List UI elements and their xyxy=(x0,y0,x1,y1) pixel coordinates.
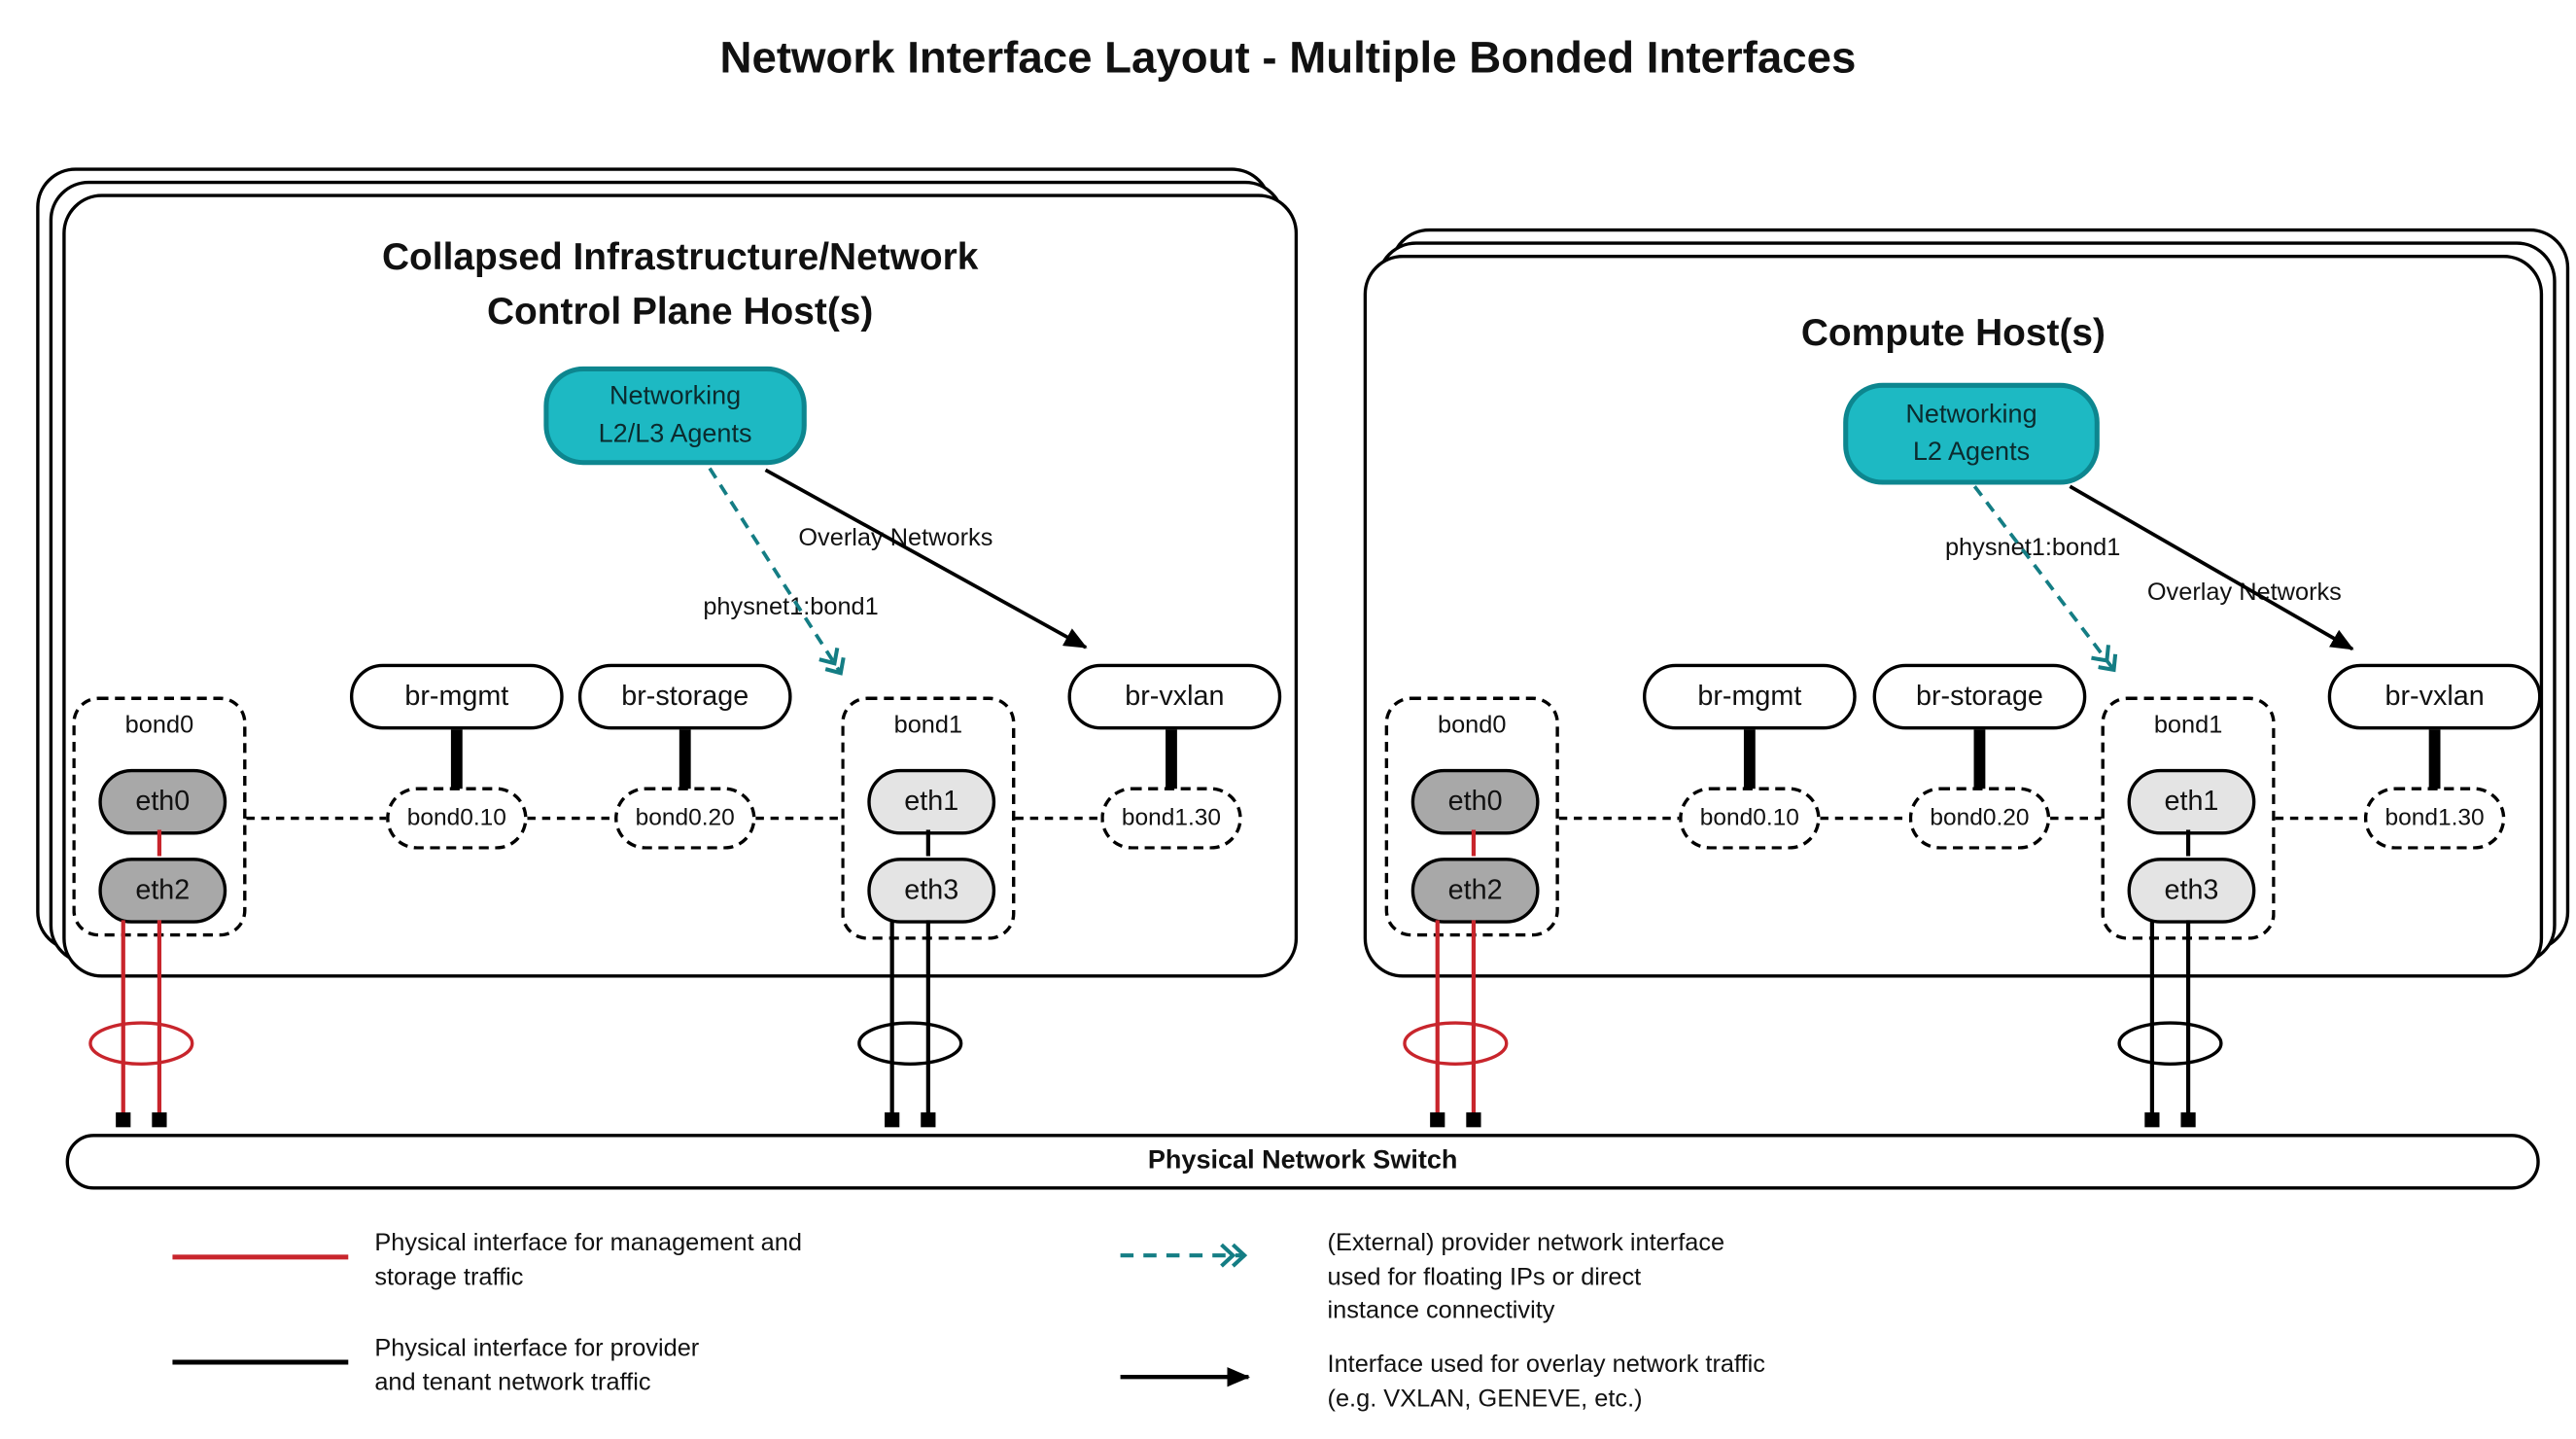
l2l3-agents-node: Networking L2/L3 Agents xyxy=(543,366,807,466)
legend-overlay-line1: Interface used for overlay network traff… xyxy=(1327,1351,1765,1379)
control-plane-host-title-line1: Collapsed Infrastructure/Network xyxy=(381,234,979,278)
physical-network-switch-label: Physical Network Switch xyxy=(1147,1146,1458,1176)
bond0-10-node-left: bond0.10 xyxy=(386,787,528,850)
br-storage-node-right: br-storage xyxy=(1872,663,2087,730)
br-mgmt-node-right: br-mgmt xyxy=(1643,663,1857,730)
eth1-node-left: eth1 xyxy=(867,768,996,835)
eth3-node-left: eth3 xyxy=(867,858,996,924)
legend-mgmt-storage-line2: storage traffic xyxy=(374,1262,524,1291)
switch-port-square xyxy=(116,1112,131,1128)
legend-mgmt-storage-line1: Physical interface for management and xyxy=(374,1229,802,1257)
eth2-node-right: eth2 xyxy=(1410,858,1540,924)
switch-port-square xyxy=(2180,1112,2196,1128)
bond1-label-left: bond1 xyxy=(893,711,963,740)
control-plane-host-box xyxy=(62,193,1299,978)
bond0-20-node-right: bond0.20 xyxy=(1908,787,2051,850)
l2-agents-line1: Networking xyxy=(1905,401,2037,430)
br-storage-node-left: br-storage xyxy=(577,663,792,730)
br-vxlan-node-right: br-vxlan xyxy=(2327,663,2542,730)
l2l3-agents-line1: Networking xyxy=(609,382,742,411)
legend-mgmt-storage-text: Physical interface for management and st… xyxy=(374,1227,802,1294)
eth0-node-right: eth0 xyxy=(1410,768,1540,835)
l2-agents-line2: L2 Agents xyxy=(1912,439,2031,467)
eth2-node-left: eth2 xyxy=(98,858,227,924)
bond0-10-node-right: bond0.10 xyxy=(1679,787,1821,850)
bond1-group-left: bond1 eth1 eth3 xyxy=(841,696,1016,940)
legend-external-provider-line1: (External) provider network interface xyxy=(1327,1229,1725,1257)
eth0-node-left: eth0 xyxy=(98,768,227,835)
legend-overlay-text: Interface used for overlay network traff… xyxy=(1328,1349,1765,1416)
switch-port-square xyxy=(2144,1112,2160,1128)
overlay-networks-label-right: Overlay Networks xyxy=(2146,578,2342,607)
legend-overlay-line2: (e.g. VXLAN, GENEVE, etc.) xyxy=(1327,1384,1643,1413)
switch-port-square xyxy=(152,1112,167,1128)
eth3-node-right: eth3 xyxy=(2127,858,2256,924)
legend-external-provider-line2: used for floating IPs or direct xyxy=(1327,1262,1642,1291)
bond1-ellipse-right xyxy=(2117,1021,2223,1066)
legend-provider-tenant-line2: and tenant network traffic xyxy=(374,1367,651,1396)
bond0-ellipse-left xyxy=(88,1021,194,1066)
switch-port-square xyxy=(1430,1112,1445,1128)
bond1-label-right: bond1 xyxy=(2153,711,2223,740)
legend-provider-tenant-text: Physical interface for provider and tena… xyxy=(374,1333,699,1400)
bond1-group-right: bond1 eth1 eth3 xyxy=(2101,696,2276,940)
l2-agents-node: Networking L2 Agents xyxy=(1843,382,2100,485)
legend-external-provider-text: (External) provider network interface us… xyxy=(1328,1227,1725,1328)
physnet-label-right: physnet1:bond1 xyxy=(1944,534,2121,562)
legend-provider-tenant-line1: Physical interface for provider xyxy=(374,1334,700,1363)
control-plane-host-title: Collapsed Infrastructure/Network Control… xyxy=(62,230,1298,339)
bond1-30-node-left: bond1.30 xyxy=(1100,787,1242,850)
bond0-group-left: bond0 eth0 eth2 xyxy=(72,696,247,937)
physical-network-switch-bar: Physical Network Switch xyxy=(65,1134,2540,1190)
switch-port-square xyxy=(921,1112,936,1128)
bond1-ellipse-left xyxy=(857,1021,963,1066)
switch-port-square xyxy=(885,1112,900,1128)
br-mgmt-node-left: br-mgmt xyxy=(349,663,564,730)
l2l3-agents-line2: L2/L3 Agents xyxy=(598,420,752,449)
bond0-group-right: bond0 eth0 eth2 xyxy=(1384,696,1559,937)
br-vxlan-node-left: br-vxlan xyxy=(1067,663,1282,730)
compute-host-title: Compute Host(s) xyxy=(1800,310,2106,354)
physnet-label-left: physnet1:bond1 xyxy=(703,593,879,621)
bond1-30-node-right: bond1.30 xyxy=(2363,787,2506,850)
bond0-ellipse-right xyxy=(1403,1021,1509,1066)
switch-port-square xyxy=(1466,1112,1481,1128)
legend-external-provider-line3: instance connectivity xyxy=(1327,1296,1555,1325)
bond0-label-right: bond0 xyxy=(1437,711,1507,740)
diagram-title: Network Interface Layout - Multiple Bond… xyxy=(719,32,1857,83)
control-plane-host-title-line2: Control Plane Host(s) xyxy=(486,289,874,333)
bond0-20-node-left: bond0.20 xyxy=(614,787,756,850)
bond0-label-left: bond0 xyxy=(124,711,194,740)
overlay-networks-label-left: Overlay Networks xyxy=(798,524,993,552)
eth1-node-right: eth1 xyxy=(2127,768,2256,835)
